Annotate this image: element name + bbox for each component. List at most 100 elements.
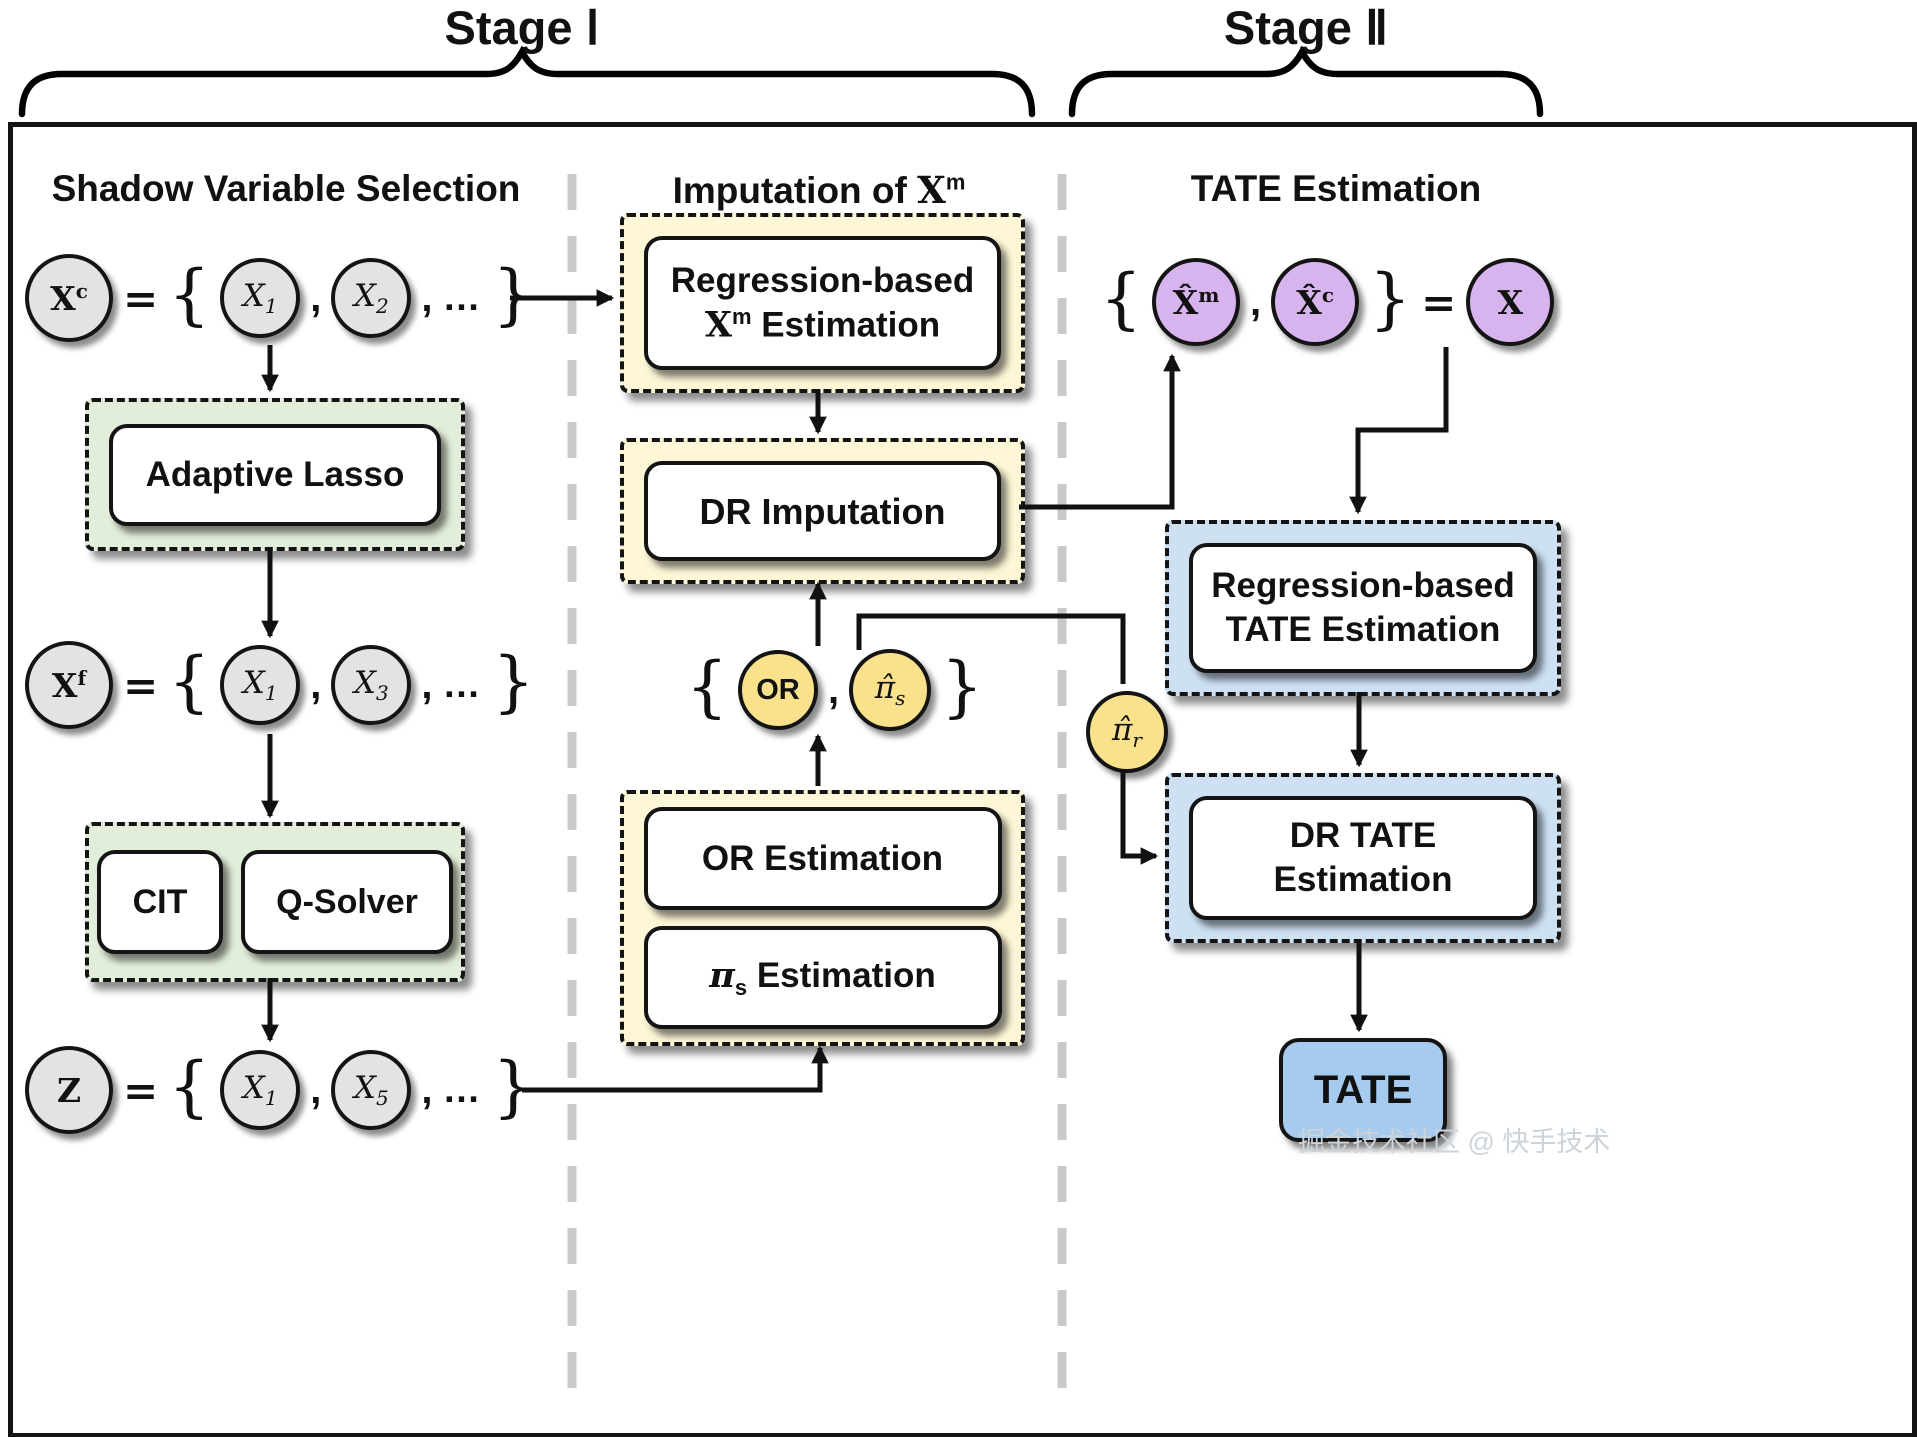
math-sub: s bbox=[734, 974, 748, 1000]
line2-rest: Estimation bbox=[751, 305, 941, 345]
math-base: X̂ bbox=[1296, 282, 1322, 322]
q-solver-box: Q-Solver bbox=[241, 850, 453, 954]
pi-r-math: π̂r bbox=[1112, 712, 1142, 752]
stage-1-label: Stage Ⅰ bbox=[444, 1, 600, 54]
math-sub: 2 bbox=[376, 294, 389, 319]
regression-xm-group: Regression-based Xm Estimation bbox=[620, 213, 1025, 393]
math-base: X bbox=[1497, 282, 1524, 322]
tate-label: TATE bbox=[1313, 1067, 1413, 1112]
or-pis-estimation-group: OR Estimation πs Estimation bbox=[620, 790, 1025, 1046]
tate-result-box: TATE bbox=[1279, 1038, 1447, 1142]
x1-variable-circle: X1 bbox=[220, 1050, 301, 1130]
comma: , bbox=[421, 662, 433, 707]
equals-sign: = bbox=[123, 660, 159, 710]
xf-node-circle: Xf bbox=[25, 641, 113, 729]
ellipsis: … bbox=[442, 276, 483, 319]
x3-variable-circle: X3 bbox=[331, 645, 412, 725]
xf-math: Xf bbox=[52, 666, 86, 705]
x2-variable-circle: X2 bbox=[331, 258, 412, 338]
dr-tate-box: DR TATE Estimation bbox=[1189, 796, 1537, 920]
or-estimation-label: OR Estimation bbox=[701, 838, 944, 878]
regression-tate-group: Regression-based TATE Estimation bbox=[1165, 520, 1561, 696]
x5-math: X5 bbox=[354, 1070, 389, 1110]
stage-2-brace bbox=[1068, 45, 1544, 118]
imputation-title-prefix: Imputation of bbox=[672, 170, 918, 211]
regression-xm-box: Regression-based Xm Estimation bbox=[644, 236, 1001, 370]
open-brace: { bbox=[168, 256, 211, 334]
close-brace: } bbox=[492, 1048, 535, 1126]
x1-variable-circle: X1 bbox=[220, 645, 301, 725]
close-brace: } bbox=[492, 643, 535, 721]
x1-math: X1 bbox=[243, 665, 278, 705]
or-pis-row: { OR , π̂s } bbox=[686, 645, 983, 735]
math-sub: 1 bbox=[264, 1086, 278, 1111]
xc-node-circle: Xc bbox=[25, 254, 113, 342]
tate-column-title: TATE Estimation bbox=[1190, 168, 1482, 209]
math-sub: r bbox=[1132, 728, 1142, 753]
x5-variable-circle: X5 bbox=[331, 1050, 412, 1130]
open-brace: { bbox=[686, 648, 728, 726]
math-sup: c bbox=[75, 278, 88, 303]
regression-xm-line1: Regression-based bbox=[670, 260, 975, 300]
math-sub: 3 bbox=[376, 681, 389, 706]
dr-tate-line1: DR TATE bbox=[1289, 816, 1437, 856]
adaptive-lasso-label: Adaptive Lasso bbox=[145, 454, 405, 494]
math-base: X bbox=[242, 277, 265, 314]
math-sup: m bbox=[731, 303, 752, 329]
imputation-title-sup: m bbox=[945, 169, 966, 195]
xm-hat-math: X̂m bbox=[1173, 283, 1220, 322]
math-base: X bbox=[242, 664, 265, 701]
cit-box: CIT bbox=[97, 850, 223, 954]
comma: , bbox=[828, 667, 840, 712]
x2-math: X2 bbox=[354, 278, 389, 318]
open-brace: { bbox=[168, 643, 211, 721]
xf-definition-row: Xf = { X1 , X3 , … } bbox=[25, 640, 534, 730]
close-brace: } bbox=[1369, 260, 1412, 338]
comma: , bbox=[421, 1067, 433, 1112]
math-sup: f bbox=[77, 665, 87, 690]
math-base: X bbox=[242, 1069, 265, 1106]
pi-s-hat-circle: π̂s bbox=[849, 649, 932, 731]
regression-tate-line1: Regression-based bbox=[1211, 566, 1515, 606]
ellipsis: … bbox=[442, 1068, 483, 1111]
comma: , bbox=[421, 275, 433, 320]
pi-r-hat-circle: π̂r bbox=[1086, 691, 1168, 773]
math-base: X bbox=[704, 304, 732, 346]
stage-1-brace bbox=[18, 45, 1036, 118]
pi-s-estimation-box: πs Estimation bbox=[643, 926, 1002, 1029]
math-base: X bbox=[353, 664, 376, 701]
regression-xm-line2: Xm Estimation bbox=[705, 303, 940, 347]
math-base: Z bbox=[56, 1070, 82, 1110]
or-estimation-box: OR Estimation bbox=[643, 807, 1002, 910]
comma: , bbox=[310, 1067, 322, 1112]
math-sub: 5 bbox=[376, 1086, 389, 1111]
label-rest: Estimation bbox=[747, 955, 936, 995]
cit-label: CIT bbox=[132, 882, 188, 921]
pi-s-math: π̂s bbox=[875, 670, 906, 710]
adaptive-lasso-group: Adaptive Lasso bbox=[85, 398, 465, 551]
z-math: Z bbox=[57, 1071, 81, 1110]
cit-qsolver-row: CIT Q-Solver bbox=[97, 850, 453, 954]
z-definition-row: Z = { X1 , X5 , … } bbox=[25, 1045, 534, 1135]
comma: , bbox=[1250, 279, 1262, 324]
math-sup: m bbox=[1198, 282, 1220, 307]
comma: , bbox=[310, 275, 322, 320]
cit-qsolver-group: CIT Q-Solver bbox=[85, 822, 465, 982]
dr-imputation-box: DR Imputation bbox=[644, 461, 1001, 561]
open-brace: { bbox=[168, 1048, 211, 1126]
imputation-column-title: Imputation of Xm bbox=[576, 168, 1062, 212]
ellipsis: … bbox=[442, 663, 483, 706]
xc-hat-math: X̂c bbox=[1296, 283, 1334, 322]
xm-hat-circle: X̂m bbox=[1152, 258, 1240, 346]
x3-math: X3 bbox=[354, 665, 389, 705]
equals-sign: = bbox=[123, 1065, 159, 1115]
dr-tate-line2: Estimation bbox=[1273, 860, 1453, 899]
adaptive-lasso-box: Adaptive Lasso bbox=[109, 423, 441, 526]
math-sub: s bbox=[895, 686, 906, 711]
z-node-circle: Z bbox=[25, 1046, 113, 1134]
xc-hat-circle: X̂c bbox=[1271, 258, 1360, 346]
math-base: π̂ bbox=[874, 669, 896, 706]
x1-math: X1 bbox=[243, 1070, 278, 1110]
math-base: π bbox=[709, 954, 735, 996]
